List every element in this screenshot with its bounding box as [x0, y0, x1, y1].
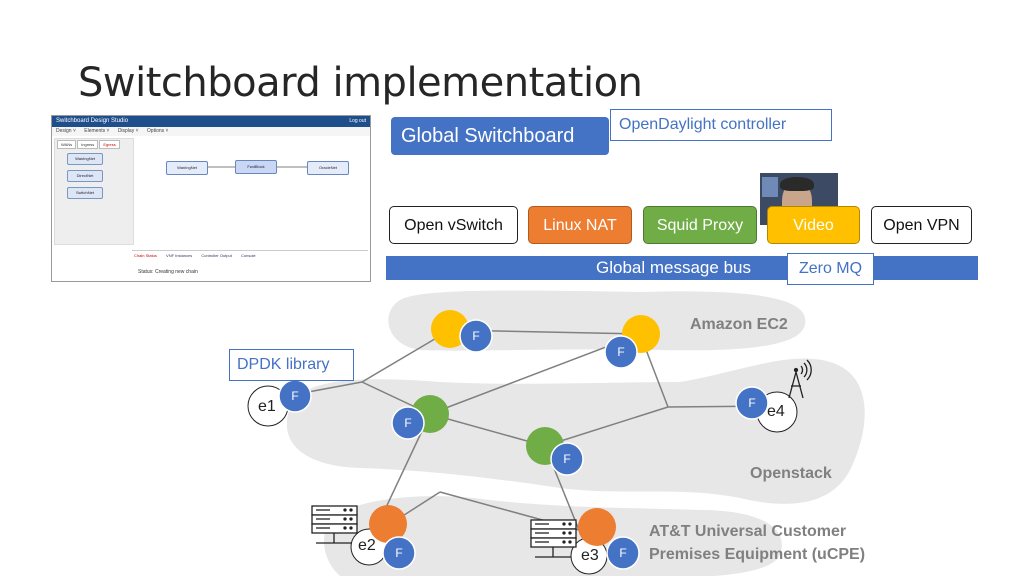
network-links — [291, 329, 779, 536]
forwarder-7 — [382, 536, 416, 570]
openstack-region — [286, 358, 865, 504]
function-open-vpn: Open VPN — [871, 206, 972, 244]
forwarder-label: F — [395, 546, 402, 560]
forwarder-2 — [604, 335, 638, 369]
endpoint-e2-label: e2 — [358, 537, 376, 554]
studio-palette-item[interactable]: DirectNet — [67, 170, 103, 182]
studio-tab-chain-status[interactable]: Chain Status — [134, 253, 157, 258]
studio-status-text: Status: Creating new chain — [138, 269, 198, 275]
studio-bottom-tabs: Chain Status VNF Instances Controller Ou… — [134, 253, 264, 258]
studio-logout[interactable]: Log out — [349, 118, 366, 124]
global-switchboard-label: Global Switchboard — [401, 125, 575, 147]
opendaylight-label: OpenDaylight controller — [619, 116, 787, 133]
forwarder-6 — [550, 442, 584, 476]
webcam-background-window — [762, 177, 778, 197]
global-message-bus-label: Global message bus — [596, 258, 751, 277]
studio-menu-design[interactable]: Design ˅ — [56, 128, 76, 134]
server-rack-icon — [530, 519, 577, 558]
forwarder-4 — [391, 406, 425, 440]
ucpe-node-1 — [369, 505, 407, 543]
studio-chain-node[interactable]: OracleNet — [307, 161, 349, 175]
studio-palette-item[interactable]: SwitchNet — [67, 187, 103, 199]
forwarders — [278, 319, 769, 570]
dpdk-library-callout: DPDK library — [229, 349, 354, 381]
endpoint-e1-label: e1 — [258, 398, 276, 415]
studio-canvas-links — [207, 166, 307, 168]
endpoint-e4-label: e4 — [767, 403, 785, 420]
studio-tab-vnf-instances[interactable]: VNF Instances — [166, 253, 193, 258]
page-title: Switchboard implementation — [78, 60, 643, 106]
studio-title: Switchboard Design Studio — [56, 118, 129, 124]
forwarder-label: F — [619, 546, 626, 560]
radio-tower-icon — [788, 359, 812, 399]
forwarder-8 — [606, 536, 640, 570]
studio-menu-display[interactable]: Display ˅ — [117, 128, 139, 134]
function-linux-nat: Linux NAT — [528, 206, 632, 244]
dpdk-library-label: DPDK library — [237, 356, 330, 373]
opendaylight-callout: OpenDaylight controller — [610, 109, 832, 141]
function-video: Video — [767, 206, 860, 244]
studio-tab-console[interactable]: Console — [240, 253, 256, 258]
server-rack-icon — [311, 505, 358, 544]
forwarder-5 — [735, 386, 769, 420]
studio-palette-item[interactable]: WanIngNet — [67, 153, 103, 165]
function-squid-proxy: Squid Proxy — [643, 206, 757, 244]
amazon-ec2-label: Amazon EC2 — [690, 316, 788, 333]
studio-menu-elements[interactable]: Elements ˅ — [84, 128, 110, 134]
studio-chain-node[interactable]: FwdBlock — [235, 160, 277, 174]
forwarder-label: F — [617, 345, 624, 359]
forwarder-label: F — [404, 416, 411, 430]
studio-menu-options[interactable]: Options ˅ — [146, 128, 169, 134]
function-open-vswitch: Open vSwitch — [389, 206, 518, 244]
global-message-bus: Global message bus — [386, 256, 978, 280]
ucpe-label-line1: AT&T Universal Customer — [649, 523, 847, 540]
forwarder-label: F — [748, 396, 755, 410]
studio-chain-node[interactable]: WanIngNet — [166, 161, 208, 175]
forwarder-label: F — [563, 452, 570, 466]
studio-tab-ingress[interactable]: Ingress — [77, 140, 99, 149]
ucpe-label-line2: Premises Equipment (uCPE) — [649, 546, 866, 563]
studio-bottom-panel: Chain Status VNF Instances Controller Ou… — [132, 250, 368, 281]
forwarder-label: F — [291, 389, 298, 403]
endpoint-e3-label: e3 — [581, 547, 599, 564]
studio-tab-controller-output[interactable]: Controller Output — [201, 253, 232, 258]
global-switchboard-box: Global Switchboard — [391, 117, 609, 155]
studio-tab-wans[interactable]: WANs — [57, 140, 77, 149]
webcam-hair — [780, 177, 814, 191]
openstack-label: Openstack — [750, 465, 832, 482]
forwarder-label: F — [472, 329, 479, 343]
forwarder-1 — [459, 319, 493, 353]
design-studio-screenshot: Switchboard Design Studio Log out Design… — [51, 115, 371, 282]
studio-tab-egress[interactable]: Egress — [99, 140, 120, 149]
ucpe-node-2 — [578, 508, 616, 546]
zero-mq-callout: Zero MQ — [787, 253, 874, 285]
studio-header: Switchboard Design Studio Log out — [52, 116, 370, 127]
studio-menu: Design ˅ Elements ˅ Display ˅ Options ˅ — [52, 127, 370, 136]
